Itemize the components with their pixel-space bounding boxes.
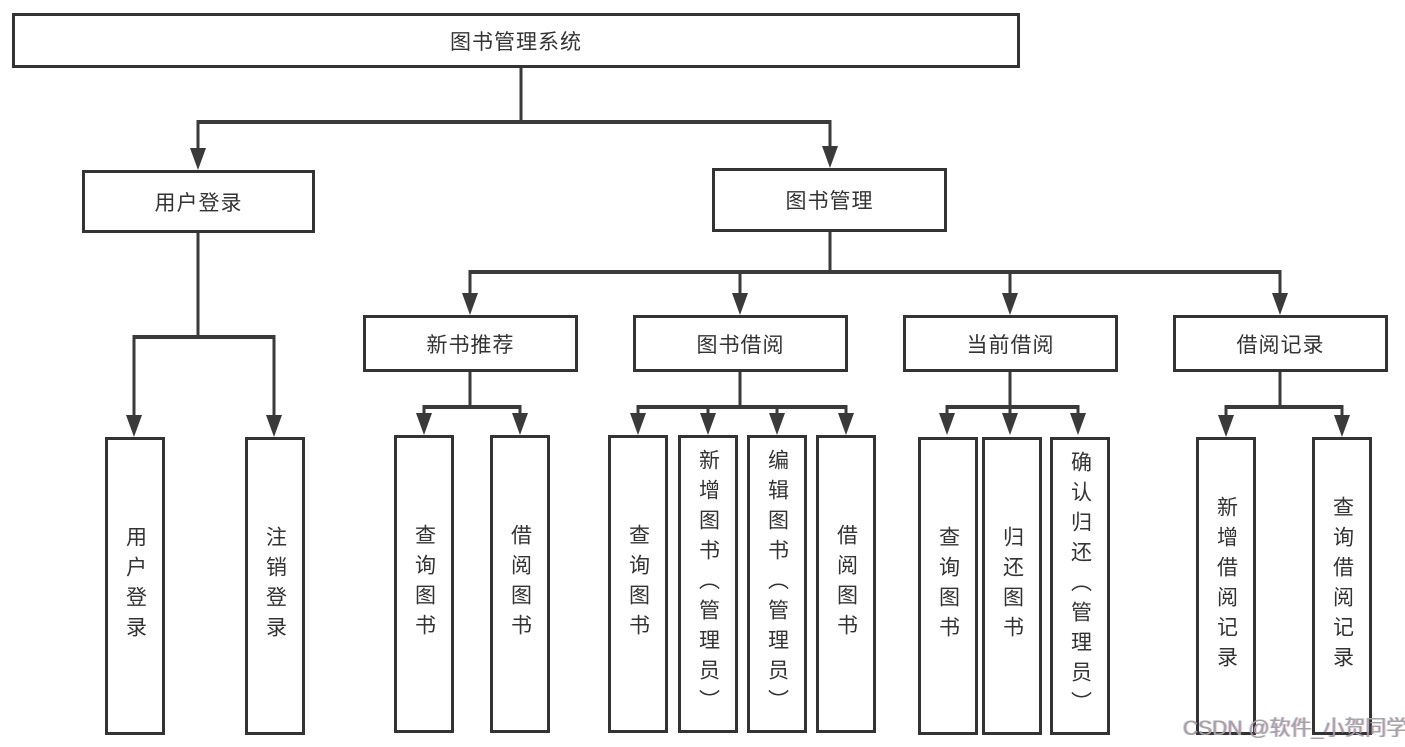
- leaf-label: 新增图书（管理员）: [696, 449, 720, 719]
- leaf-label: 注销登录: [263, 526, 287, 646]
- leaf-label: 用户登录: [123, 526, 147, 646]
- node-book-borrowing: 图书借阅: [633, 315, 848, 372]
- node-new-book-recommend: 新书推荐: [363, 315, 578, 372]
- node-label: 当前借阅: [966, 333, 1055, 357]
- leaf-user-login: 用户登录: [105, 437, 165, 735]
- leaf-label: 归还图书: [1000, 526, 1024, 646]
- leaf-label: 查询图书: [412, 524, 436, 644]
- leaf-label: 查询借阅记录: [1330, 496, 1354, 676]
- leaf-br-query-record: 查询借阅记录: [1312, 437, 1372, 735]
- leaf-label: 查询图书: [626, 524, 650, 644]
- node-user-login: 用户登录: [82, 170, 315, 233]
- leaf-label: 确认归还（管理员）: [1068, 451, 1092, 721]
- node-label: 图书管理: [785, 190, 874, 213]
- leaf-nb-borrow-books: 借阅图书: [490, 435, 550, 733]
- leaf-cb-query-books: 查询图书: [918, 437, 978, 735]
- leaf-cb-confirm-return-admin: 确认归还（管理员）: [1050, 437, 1110, 735]
- node-label: 新书推荐: [426, 333, 515, 357]
- leaf-label: 编辑图书（管理员）: [765, 449, 789, 719]
- node-root-library-system: 图书管理系统: [12, 13, 1020, 68]
- leaf-cb-return-books: 归还图书: [982, 437, 1042, 735]
- leaf-br-add-record: 新增借阅记录: [1196, 437, 1256, 735]
- leaf-label: 借阅图书: [834, 524, 858, 644]
- leaf-nb-query-books: 查询图书: [394, 435, 454, 733]
- leaf-bb-add-books-admin: 新增图书（管理员）: [678, 435, 738, 733]
- node-borrowing-records: 借阅记录: [1173, 315, 1388, 372]
- leaf-bb-borrow-books: 借阅图书: [816, 435, 876, 733]
- leaf-label: 新增借阅记录: [1214, 496, 1238, 676]
- node-label: 图书管理系统: [450, 30, 582, 54]
- leaf-bb-edit-books-admin: 编辑图书（管理员）: [747, 435, 807, 733]
- node-label: 借阅记录: [1236, 333, 1325, 357]
- node-label: 图书借阅: [696, 333, 785, 357]
- node-book-management: 图书管理: [712, 168, 947, 232]
- leaf-label: 借阅图书: [508, 524, 532, 644]
- leaf-bb-query-books: 查询图书: [608, 435, 668, 733]
- node-current-borrowing: 当前借阅: [903, 315, 1118, 372]
- node-label: 用户登录: [154, 191, 243, 215]
- leaf-label: 查询图书: [936, 526, 960, 646]
- csdn-watermark: CSDN @软件_小贺同学: [1183, 717, 1405, 740]
- leaf-logout: 注销登录: [245, 437, 305, 735]
